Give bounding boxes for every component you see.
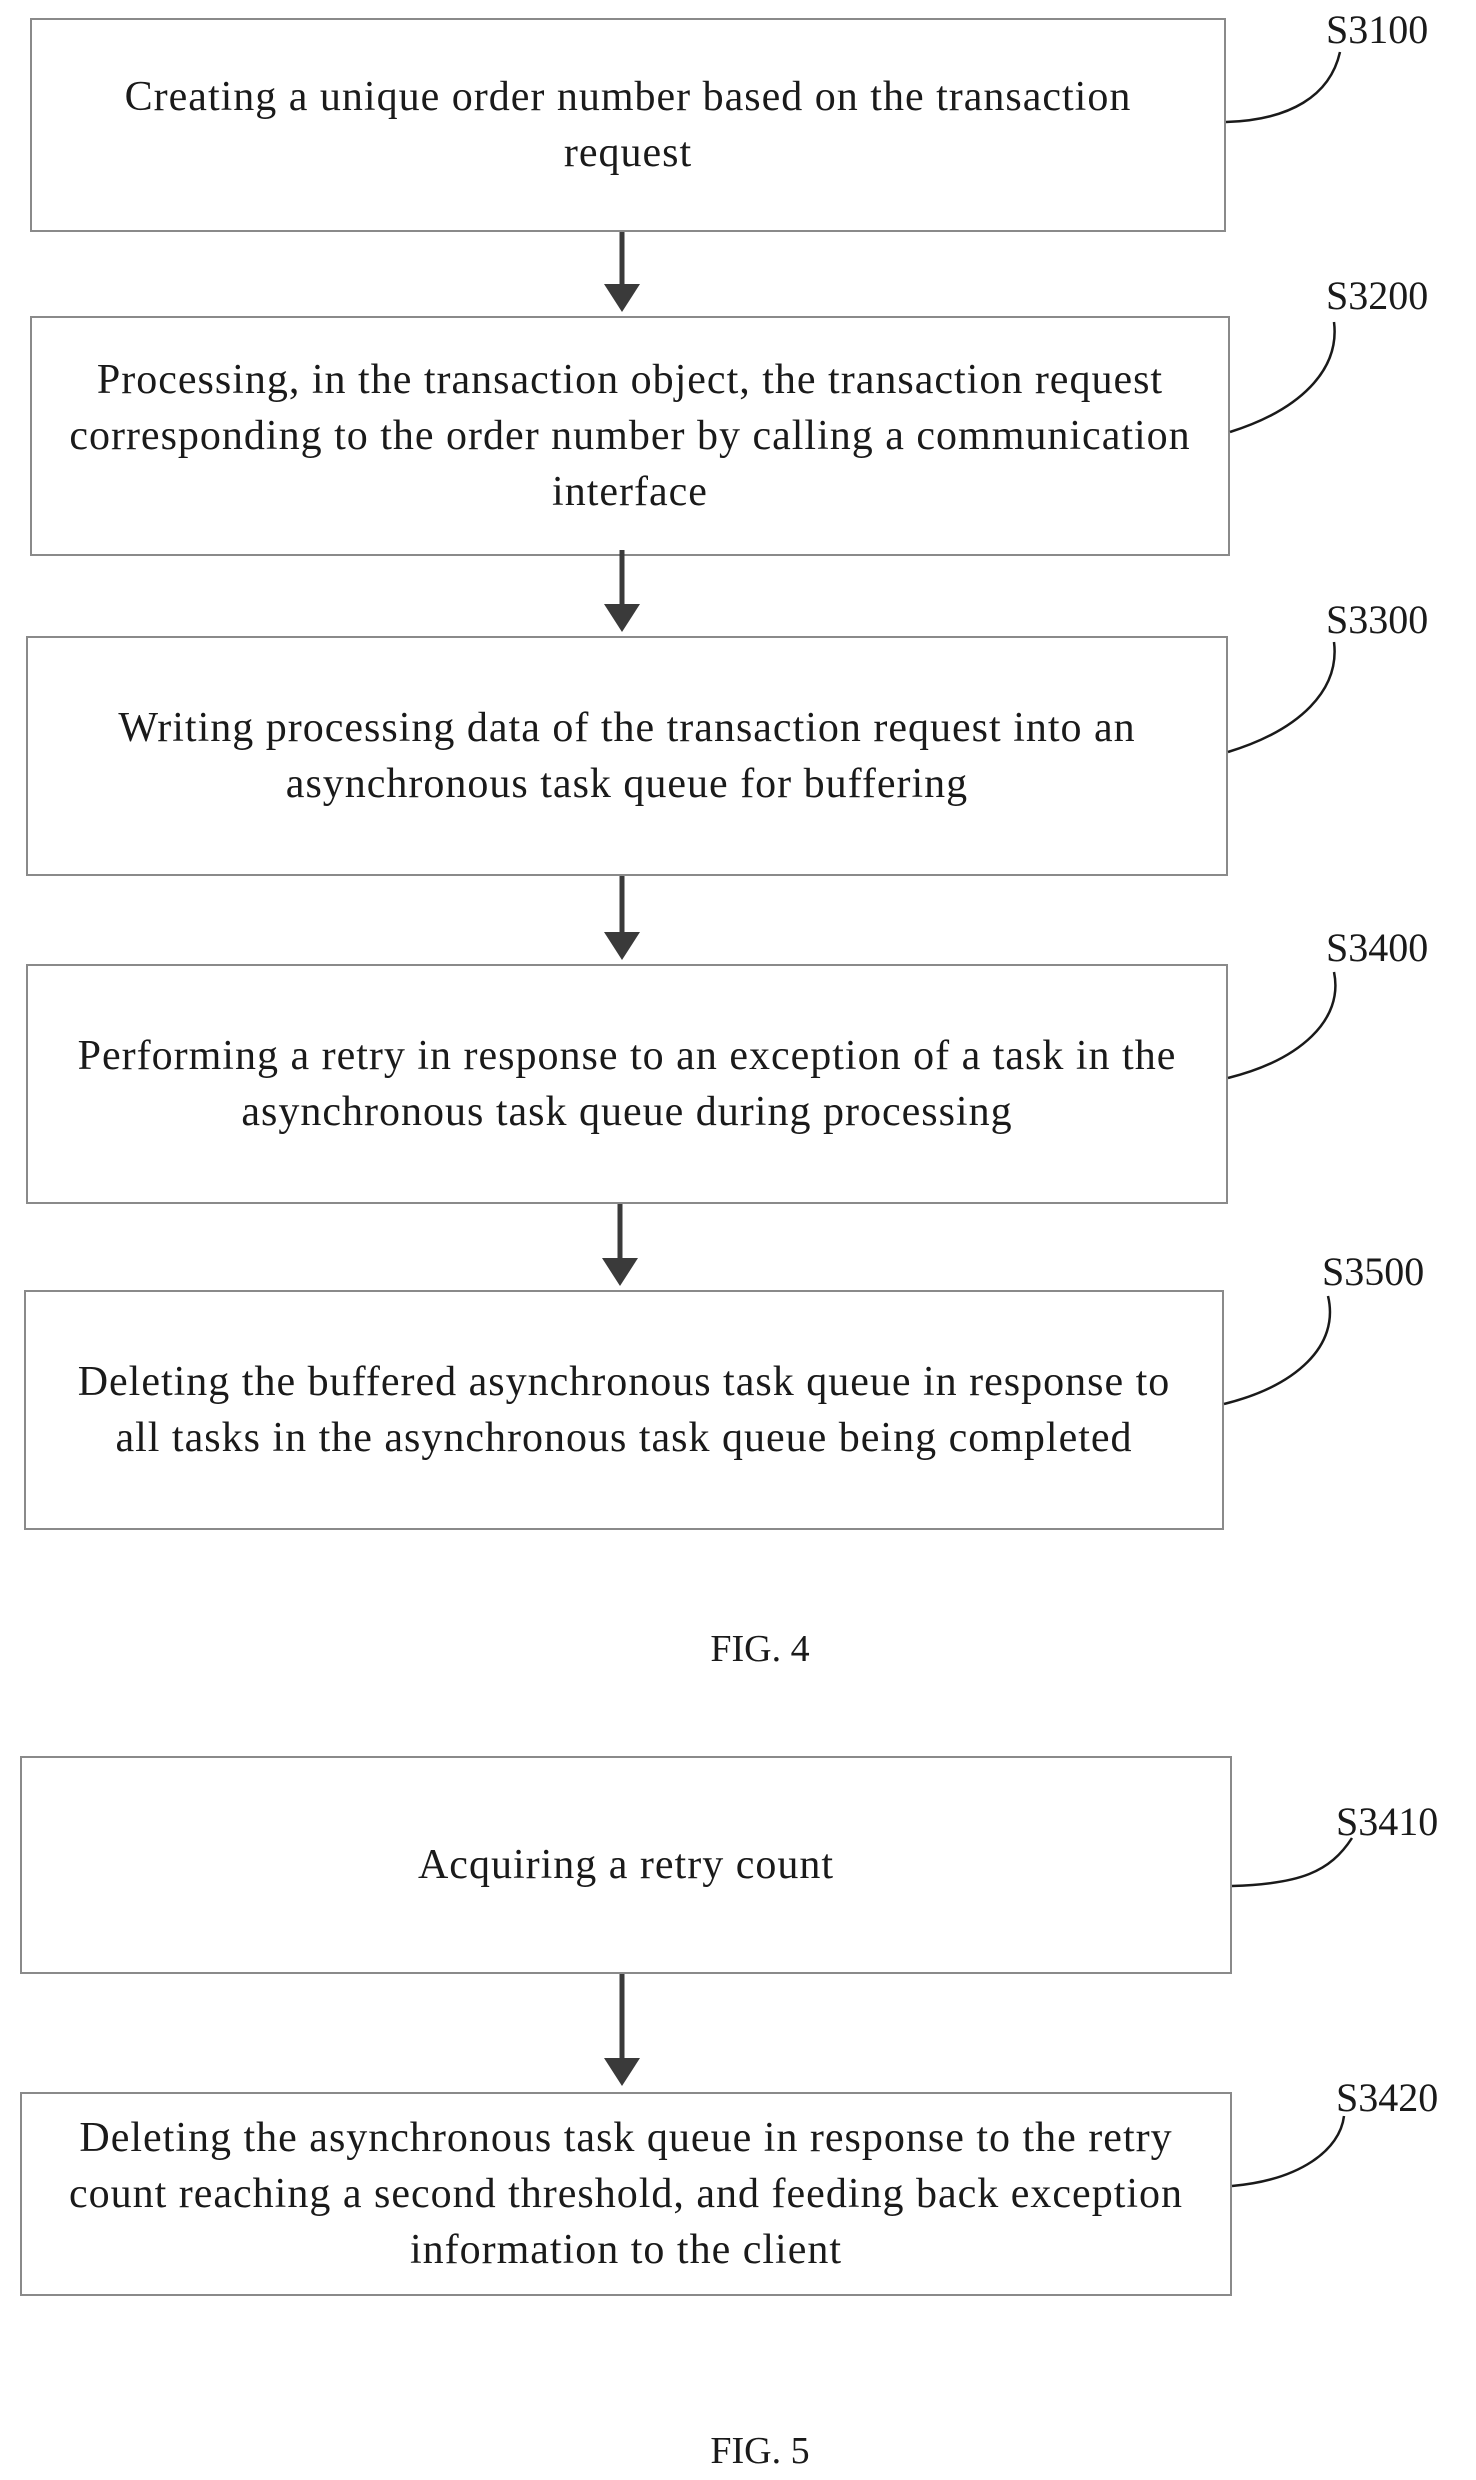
leader-line-s3300 [1228, 642, 1335, 752]
step-label-s3410: S3410 [1336, 1800, 1438, 1844]
fig5-caption: FIG. 5 [660, 2430, 860, 2472]
step-text-s3420: Deleting the asynchronous task queue in … [50, 2110, 1202, 2278]
leader-line-s3100 [1226, 52, 1340, 122]
step-box-s3420: Deleting the asynchronous task queue in … [20, 2092, 1232, 2296]
leader-line-s3200 [1230, 322, 1335, 432]
step-label-s3400: S3400 [1326, 926, 1428, 970]
flow-arrow-s3300-s3400 [604, 876, 640, 960]
step-text-s3100: Creating a unique order number based on … [60, 69, 1196, 181]
leader-line-s3400 [1228, 972, 1335, 1078]
fig4-caption: FIG. 4 [660, 1628, 860, 1670]
leader-line-s3410 [1232, 1838, 1352, 1886]
step-label-s3500: S3500 [1322, 1250, 1424, 1294]
leader-line-s3500 [1224, 1296, 1330, 1404]
step-label-s3200: S3200 [1326, 274, 1428, 318]
step-text-s3200: Processing, in the transaction object, t… [60, 352, 1200, 520]
step-label-s3420: S3420 [1336, 2076, 1438, 2120]
step-label-s3300: S3300 [1326, 598, 1428, 642]
flow-arrow-s3200-s3300 [604, 550, 640, 632]
flow-arrow-s3400-s3500 [602, 1204, 638, 1286]
step-text-s3410: Acquiring a retry count [418, 1837, 834, 1893]
step-box-s3200: Processing, in the transaction object, t… [30, 316, 1230, 556]
flow-arrow-s3100-s3200 [604, 232, 640, 312]
leader-line-s3420 [1232, 2116, 1344, 2186]
step-box-s3500: Deleting the buffered asynchronous task … [24, 1290, 1224, 1530]
step-text-s3400: Performing a retry in response to an exc… [56, 1028, 1198, 1140]
step-text-s3300: Writing processing data of the transacti… [56, 700, 1198, 812]
step-box-s3100: Creating a unique order number based on … [30, 18, 1226, 232]
step-label-s3100: S3100 [1326, 8, 1428, 52]
step-box-s3410: Acquiring a retry count [20, 1756, 1232, 1974]
step-box-s3300: Writing processing data of the transacti… [26, 636, 1228, 876]
flow-arrow-s3410-s3420 [604, 1974, 640, 2086]
step-box-s3400: Performing a retry in response to an exc… [26, 964, 1228, 1204]
step-text-s3500: Deleting the buffered asynchronous task … [54, 1354, 1194, 1466]
